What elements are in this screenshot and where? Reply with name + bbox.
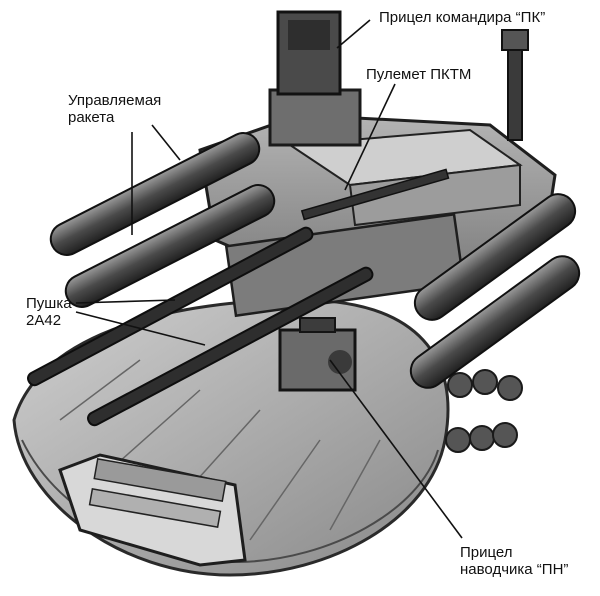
leader-cannon-a: [75, 299, 176, 304]
commander-sight-unit: [268, 10, 362, 147]
label-gunner-sight-line2: наводчика “ПН”: [460, 561, 569, 578]
missile-launcher-right: [409, 193, 581, 389]
leader-cannon-b: [75, 311, 206, 346]
leader-commander-sight: [336, 19, 371, 49]
label-machine-gun: Пулемет ПКТМ: [366, 66, 472, 83]
label-gunner-sight-line1: Прицел: [460, 544, 513, 561]
missile-launcher-left: [49, 132, 276, 308]
smoke-launchers: [445, 369, 523, 453]
leader-lines: [75, 19, 463, 539]
label-cannon: Пушка 2А42: [26, 295, 72, 329]
leader-missile-a: [151, 124, 181, 161]
sensor-mast: [501, 29, 529, 141]
cannon-barrels: [27, 226, 374, 427]
leader-gunner-sight: [329, 359, 463, 539]
front-hatch: [58, 453, 247, 567]
label-gunner-sight: Прицел наводчика “ПН”: [460, 544, 568, 578]
label-cannon-line1: Пушка: [26, 295, 72, 312]
leader-machine-gun: [344, 83, 396, 191]
machine-gun: [300, 168, 450, 221]
label-commander-sight: Прицел командира “ПК”: [379, 9, 546, 26]
label-guided-missile: Управляемая ракета: [68, 92, 161, 126]
label-cannon-line2: 2А42: [26, 312, 62, 329]
label-guided-missile-line1: Управляемая: [68, 92, 162, 109]
label-guided-missile-line2: ракета: [68, 109, 115, 126]
gunner-sight-unit: [278, 317, 357, 392]
